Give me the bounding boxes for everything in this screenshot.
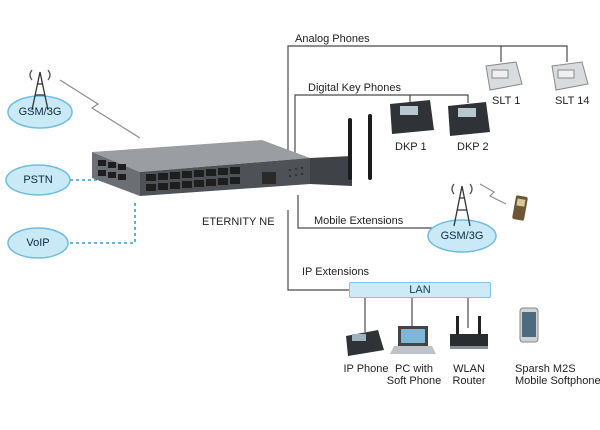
lan-bar: LAN: [349, 282, 491, 298]
router-icon: [450, 316, 488, 349]
pstn-cloud-icon: [5, 164, 71, 196]
analog-phones-title: Analog Phones: [295, 33, 370, 45]
ip-device-label: Sparsh M2S Mobile Softphone: [515, 363, 600, 387]
gsm-left-label: GSM/3G: [18, 106, 62, 118]
wireless-links: [59, 79, 507, 205]
analog-phone-icon: [485, 61, 589, 91]
ip-device-line2: Soft Phone: [386, 375, 442, 387]
voip-cloud-icon: [7, 227, 69, 259]
ip-device-label: PC with Soft Phone: [384, 363, 444, 387]
slt-1-label: SLT 1: [492, 95, 521, 107]
cloud-icon: [427, 219, 497, 253]
ip-device-line1: IP Phone: [343, 363, 389, 375]
ip-device-line2: Router: [452, 375, 486, 387]
ip-device-line1: PC with: [395, 363, 433, 375]
gsm-right-label: GSM/3G: [440, 230, 484, 242]
key-phone-icon: [390, 100, 490, 136]
ip-device-label: WLAN Router: [444, 363, 494, 387]
mobile-extensions-title: Mobile Extensions: [314, 215, 404, 227]
ip-device-line2: Mobile Softphone: [515, 375, 600, 387]
connector-lines: [287, 45, 568, 332]
central-device-label: ETERNITY NE: [202, 216, 275, 228]
mobile-phone-icon: [512, 195, 528, 221]
cloud-icon: [7, 95, 73, 129]
digital-key-phones-title: Digital Key Phones: [308, 82, 401, 94]
smartphone-icon: [519, 307, 539, 343]
ip-phone-icon: [346, 330, 384, 356]
ip-device-line1: Sparsh M2S: [515, 363, 576, 375]
pbx-device-icon: [92, 114, 372, 196]
tower-icon: [451, 183, 473, 227]
gsm-cloud-left: [7, 69, 73, 129]
ip-extensions-title: IP Extensions: [302, 266, 370, 278]
ip-device-line1: WLAN: [453, 363, 485, 375]
dkp-1-label: DKP 1: [395, 141, 427, 153]
gsm-cloud-right: [427, 183, 497, 253]
laptop-icon: [390, 326, 436, 354]
slt-14-label: SLT 14: [555, 95, 590, 107]
dkp-2-label: DKP 2: [457, 141, 489, 153]
pstn-label: PSTN: [23, 174, 53, 186]
ip-device-label: IP Phone: [338, 363, 394, 375]
voip-label: VoIP: [26, 237, 50, 249]
tower-icon: [29, 69, 51, 111]
